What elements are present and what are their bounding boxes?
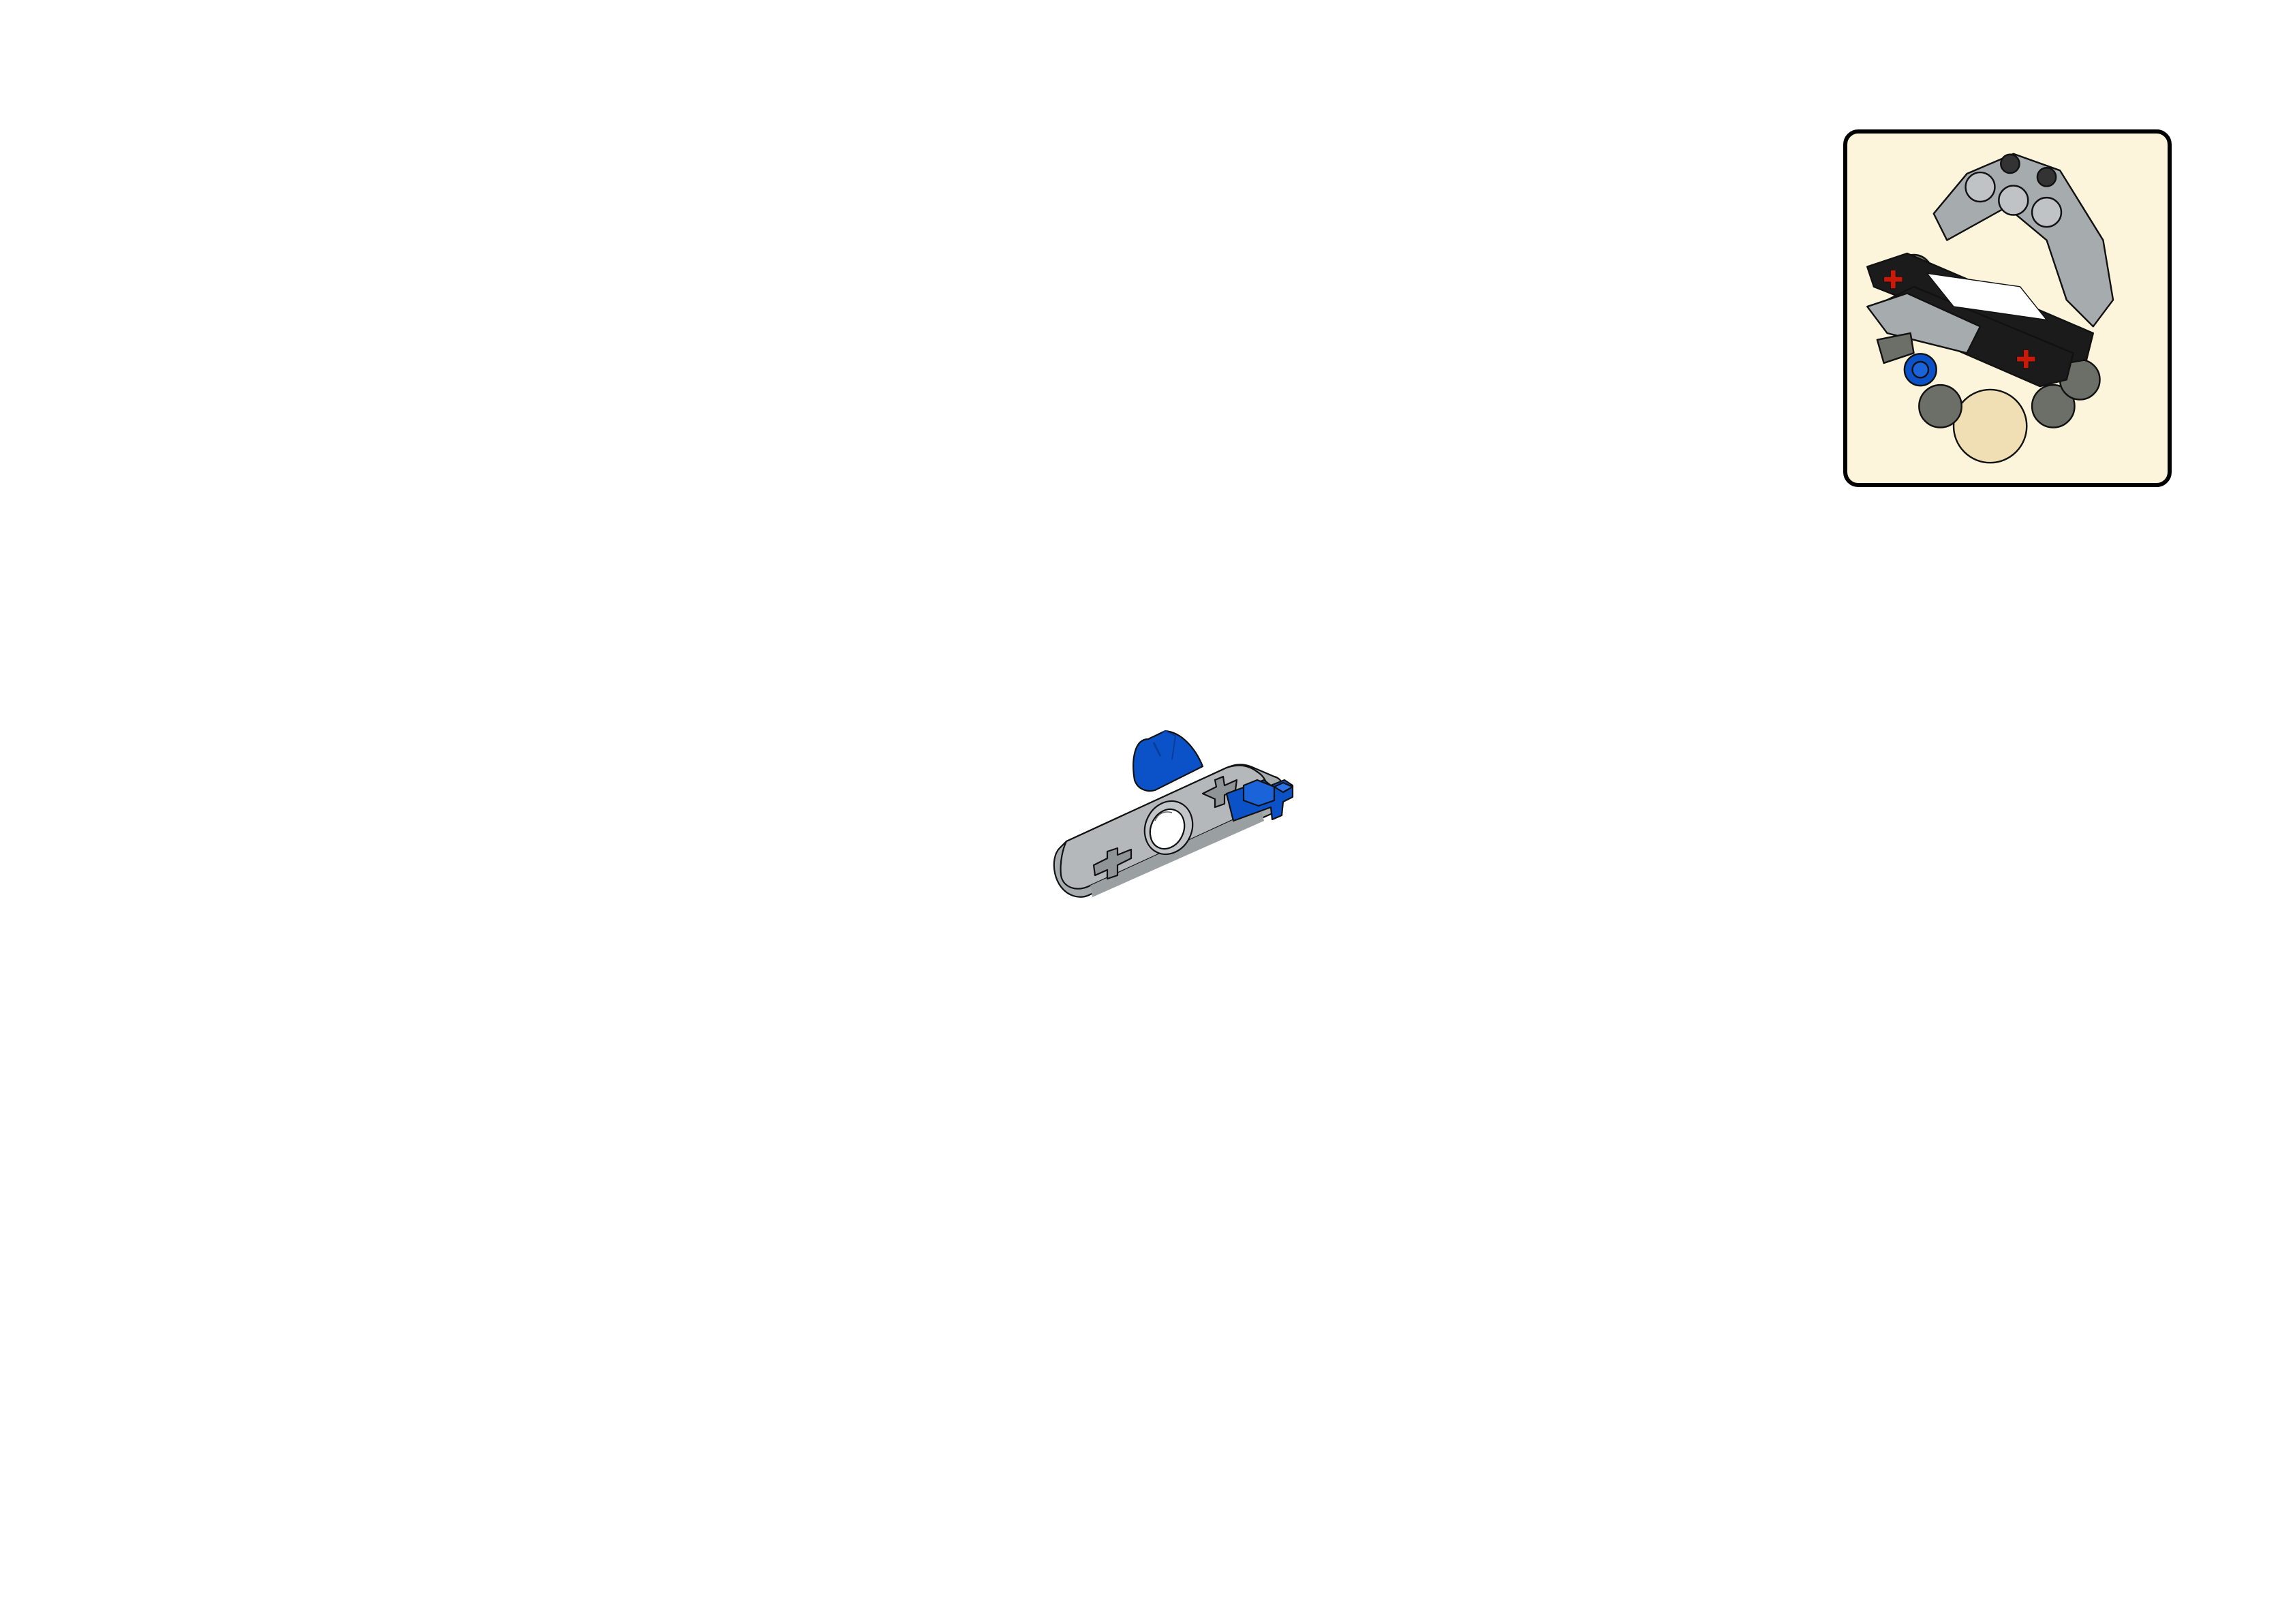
red-axle-end-right [2016,349,2036,369]
step-assembly-liftarm-with-axle-pin [1053,730,1294,898]
liftarm-thin [1053,764,1285,898]
submodel-preview-image [1866,153,2114,464]
submodel-preview-callout [1843,129,2172,487]
axle-pin-axle-end [1225,779,1294,822]
tan-gear [1952,388,2028,464]
axle-pin-friction-end [1133,730,1204,792]
red-axle-end-left [1883,269,1903,290]
